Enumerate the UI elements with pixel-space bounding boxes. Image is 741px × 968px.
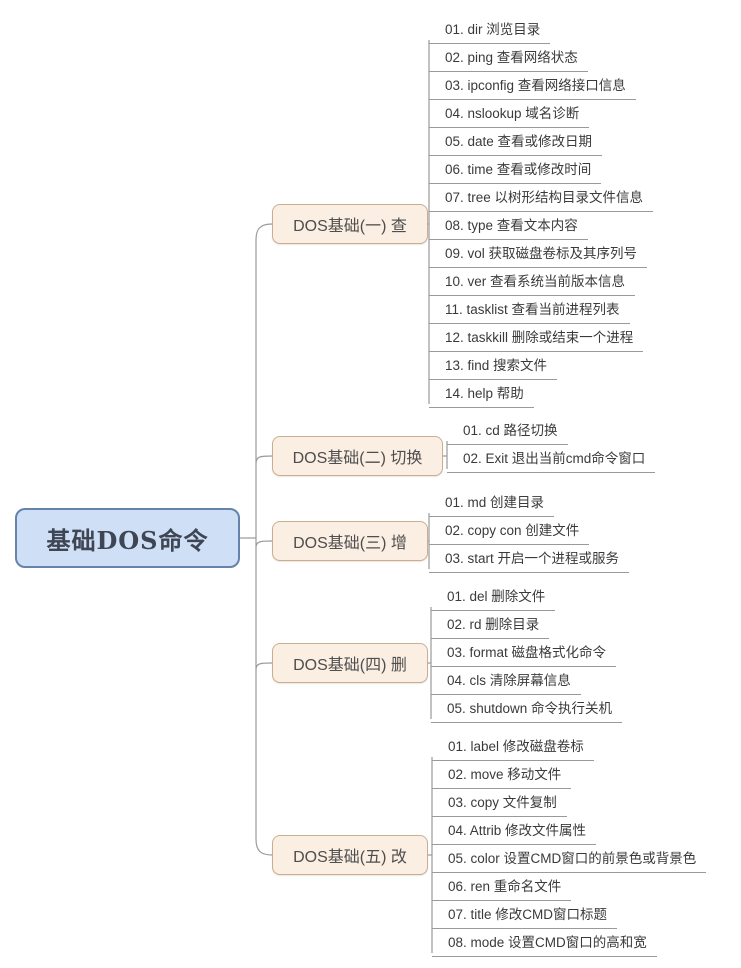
leaf-item[interactable]: 14. help 帮助 bbox=[429, 382, 534, 408]
leaf-item[interactable]: 05. shutdown 命令执行关机 bbox=[431, 697, 623, 723]
leaf-item[interactable]: 03. ipconfig 查看网络接口信息 bbox=[429, 74, 636, 100]
leaf-item[interactable]: 03. start 开启一个进程或服务 bbox=[429, 547, 630, 573]
leaf-item[interactable]: 03. copy 文件复制 bbox=[432, 791, 567, 817]
branch-node-3[interactable]: DOS基础(三) 增 bbox=[272, 521, 428, 561]
leaf-item[interactable]: 02. ping 查看网络状态 bbox=[429, 46, 588, 72]
leaf-item[interactable]: 07. tree 以树形结构目录文件信息 bbox=[429, 186, 654, 212]
leaf-item[interactable]: 12. taskkill 删除或结束一个进程 bbox=[429, 326, 644, 352]
leaf-item[interactable]: 08. mode 设置CMD窗口的高和宽 bbox=[432, 931, 657, 957]
leaf-item[interactable]: 01. label 修改磁盘卷标 bbox=[432, 735, 594, 761]
leaf-item[interactable]: 05. date 查看或修改日期 bbox=[429, 130, 603, 156]
leaf-item[interactable]: 01. cd 路径切换 bbox=[447, 419, 568, 445]
leaf-item[interactable]: 06. ren 重命名文件 bbox=[432, 875, 572, 901]
branch-node-5[interactable]: DOS基础(五) 改 bbox=[272, 835, 428, 875]
branch-node-1[interactable]: DOS基础(一) 查 bbox=[272, 204, 428, 244]
leaf-item[interactable]: 01. del 删除文件 bbox=[431, 585, 556, 611]
leaf-item[interactable]: 01. md 创建目录 bbox=[429, 491, 555, 517]
leaf-item[interactable]: 07. title 修改CMD窗口标题 bbox=[432, 903, 618, 929]
leaf-item[interactable]: 02. rd 删除目录 bbox=[431, 613, 550, 639]
branch-node-2[interactable]: DOS基础(二) 切换 bbox=[272, 436, 443, 476]
leaf-item[interactable]: 13. find 搜索文件 bbox=[429, 354, 558, 380]
branch-node-4[interactable]: DOS基础(四) 删 bbox=[272, 643, 428, 683]
leaf-item[interactable]: 02. copy con 创建文件 bbox=[429, 519, 590, 545]
leaf-item[interactable]: 03. format 磁盘格式化命令 bbox=[431, 641, 617, 667]
leaf-item[interactable]: 04. cls 清除屏幕信息 bbox=[431, 669, 581, 695]
leaf-item[interactable]: 10. ver 查看系统当前版本信息 bbox=[429, 270, 636, 296]
leaf-item[interactable]: 01. dir 浏览目录 bbox=[429, 18, 551, 44]
leaf-item[interactable]: 11. tasklist 查看当前进程列表 bbox=[429, 298, 630, 324]
leaf-item[interactable]: 09. vol 获取磁盘卷标及其序列号 bbox=[429, 242, 648, 268]
leaf-item[interactable]: 08. type 查看文本内容 bbox=[429, 214, 588, 240]
leaf-item[interactable]: 06. time 查看或修改时间 bbox=[429, 158, 602, 184]
leaf-item[interactable]: 02. move 移动文件 bbox=[432, 763, 572, 789]
leaf-item[interactable]: 04. nslookup 域名诊断 bbox=[429, 102, 590, 128]
leaf-item[interactable]: 02. Exit 退出当前cmd命令窗口 bbox=[447, 447, 656, 473]
root-node[interactable]: 基础DOS命令 bbox=[15, 508, 240, 568]
leaf-item[interactable]: 04. Attrib 修改文件属性 bbox=[432, 819, 597, 845]
leaf-item[interactable]: 05. color 设置CMD窗口的前景色或背景色 bbox=[432, 847, 707, 873]
